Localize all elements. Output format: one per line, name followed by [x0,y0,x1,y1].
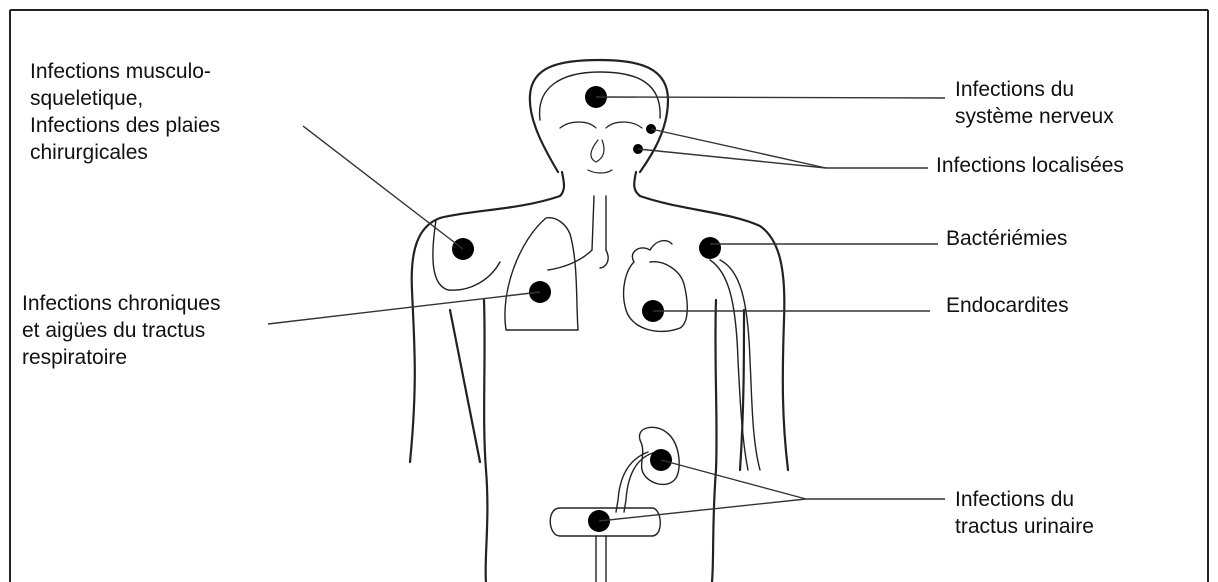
site-dot-blood [699,237,721,259]
label-line: Infections localisées [936,152,1124,179]
label-line: squeletique, [30,85,220,112]
label-line: tractus urinaire [955,513,1094,540]
label-tractus-respiratoire: Infections chroniques et aigües du tract… [22,290,220,371]
label-line: chirurgicales [30,139,220,166]
body-silhouette [410,60,788,582]
label-line: Infections du [955,486,1094,513]
label-line: Bactériémies [946,225,1067,252]
label-line: Endocardites [946,292,1069,319]
label-bacteriemies: Bactériémies [946,225,1067,252]
label-line: Infections musculo- [30,58,220,85]
label-line: et aigües du tractus [22,317,220,344]
label-line: Infections chroniques [22,290,220,317]
label-musculo-squeletique: Infections musculo- squeletique, Infecti… [30,58,220,166]
leader-localisees-eye [651,129,826,168]
leader-respiratoire [268,292,540,324]
leader-localisees-ear [638,149,826,168]
leader-nerveux [596,97,945,98]
leader-urinaire-bladder [599,499,806,521]
label-systeme-nerveux: Infections du système nerveux [955,76,1114,130]
label-tractus-urinaire: Infections du tractus urinaire [955,486,1094,540]
label-line: Infections des plaies [30,112,220,139]
label-endocardites: Endocardites [946,292,1069,319]
leader-musculo [303,126,463,249]
leader-lines [268,97,945,521]
label-infections-localisees: Infections localisées [936,152,1124,179]
label-line: système nerveux [955,103,1114,130]
label-line: Infections du [955,76,1114,103]
leader-urinaire-kidney [661,460,806,499]
label-line: respiratoire [22,344,220,371]
